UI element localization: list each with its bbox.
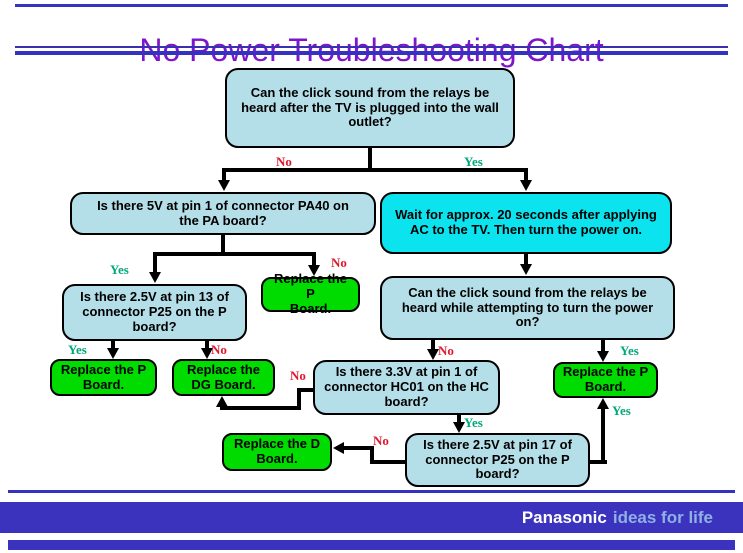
- node-question-click-wall-outlet: Can the click sound from the relays be h…: [225, 68, 515, 148]
- edge-click2-yes-shaft: [601, 340, 605, 351]
- edge-wait-shaft: [524, 254, 528, 265]
- edge-p25-17-yes-arrowhead: [597, 398, 609, 409]
- edge-p25-17-no-label: No: [373, 433, 389, 448]
- footer-thin-rule: [8, 490, 735, 493]
- edge-pa40-no-shaft: [312, 252, 316, 266]
- edge-click2-no-label: No: [438, 343, 454, 358]
- edge-p25-17-no-arrowhead: [333, 442, 344, 454]
- edge-click2-yes-arrowhead: [597, 351, 609, 362]
- brand-tagline: ideas for life: [612, 507, 713, 527]
- node-replace-p-board-2: Replace the P Board.: [50, 359, 157, 396]
- edge-p25-17-no-h2: [344, 446, 372, 450]
- edge-hc01-no-h2: [220, 406, 301, 410]
- edge-hc01-no-h1: [297, 388, 315, 392]
- edge-root-yes-label: Yes: [464, 154, 483, 169]
- footer-brand-bar: Panasonic ideas for life: [0, 502, 743, 533]
- edge-root-bar: [222, 168, 528, 172]
- edge-p25-17-yes-h1: [590, 460, 607, 464]
- edge-hc01-yes-arrowhead: [453, 422, 465, 433]
- footer-bottom-rule: [8, 540, 735, 550]
- edge-p25-17-yes-label: Yes: [612, 403, 631, 418]
- panasonic-logo: Panasonic: [521, 507, 607, 527]
- header-under-title-rule: [15, 46, 728, 48]
- header-top-rule: [15, 4, 728, 7]
- node-replace-dg-board: Replace the DG Board.: [172, 359, 275, 396]
- edge-wait-arrowhead: [520, 264, 532, 275]
- edge-click2-yes-label: Yes: [620, 343, 639, 358]
- edge-hc01-no-arrowhead: [216, 396, 228, 407]
- header-thick-rule: [15, 51, 728, 55]
- edge-pa40-bar: [153, 252, 316, 256]
- edge-hc01-yes-shaft: [457, 415, 461, 423]
- edge-hc01-no-v1: [297, 388, 301, 410]
- edge-click2-no-arrowhead: [427, 349, 439, 360]
- edge-root-stem: [368, 148, 372, 170]
- edge-p25-13-yes-label: Yes: [68, 342, 87, 357]
- edge-p25-17-no-h1: [370, 460, 405, 464]
- node-question-2-5v-p25-pin13: Is there 2.5V at pin 13 of connector P25…: [62, 284, 247, 341]
- edge-pa40-yes-arrowhead: [149, 272, 161, 283]
- node-question-3-3v-hc01: Is there 3.3V at pin 1 of connector HC01…: [313, 360, 500, 415]
- edge-hc01-no-label: No: [290, 368, 306, 383]
- edge-p25-13-yes-shaft: [111, 341, 115, 349]
- edge-pa40-no-label: No: [331, 255, 347, 270]
- node-question-click-power-on: Can the click sound from the relays be h…: [380, 276, 675, 340]
- edge-pa40-yes-shaft: [153, 252, 157, 273]
- node-question-2-5v-p25-pin17: Is there 2.5V at pin 17 of connector P25…: [405, 433, 590, 487]
- edge-p25-13-no-shaft: [205, 341, 209, 349]
- edge-pa40-yes-label: Yes: [110, 262, 129, 277]
- node-wait-20-seconds: Wait for approx. 20 seconds after applyi…: [380, 192, 672, 254]
- node-replace-p-board-3: Replace the P Board.: [553, 362, 658, 398]
- edge-root-no-label: No: [276, 154, 292, 169]
- edge-root-no-shaft: [222, 168, 226, 182]
- edge-p25-17-no-v1: [370, 446, 374, 464]
- edge-p25-13-no-label: No: [211, 342, 227, 357]
- edge-p25-13-no-arrowhead: [201, 348, 213, 359]
- edge-root-no-arrowhead: [218, 180, 230, 191]
- edge-pa40-stem: [221, 235, 225, 255]
- node-replace-p-board-1: Replace the P Board.: [261, 272, 360, 316]
- edge-click2-no-shaft: [431, 340, 435, 349]
- edge-p25-13-yes-arrowhead: [107, 348, 119, 359]
- node-replace-d-board: Replace the D Board.: [222, 433, 332, 471]
- page-title: No Power Troubleshooting Chart: [0, 33, 743, 67]
- edge-p25-17-yes-v1: [601, 408, 605, 464]
- edge-root-yes-shaft: [524, 168, 528, 182]
- edge-root-yes-arrowhead: [520, 180, 532, 191]
- edge-pa40-no-arrowhead: [308, 265, 320, 276]
- node-question-5v-pa40: Is there 5V at pin 1 of connector PA40 o…: [70, 192, 376, 235]
- edge-hc01-yes-label: Yes: [464, 415, 483, 430]
